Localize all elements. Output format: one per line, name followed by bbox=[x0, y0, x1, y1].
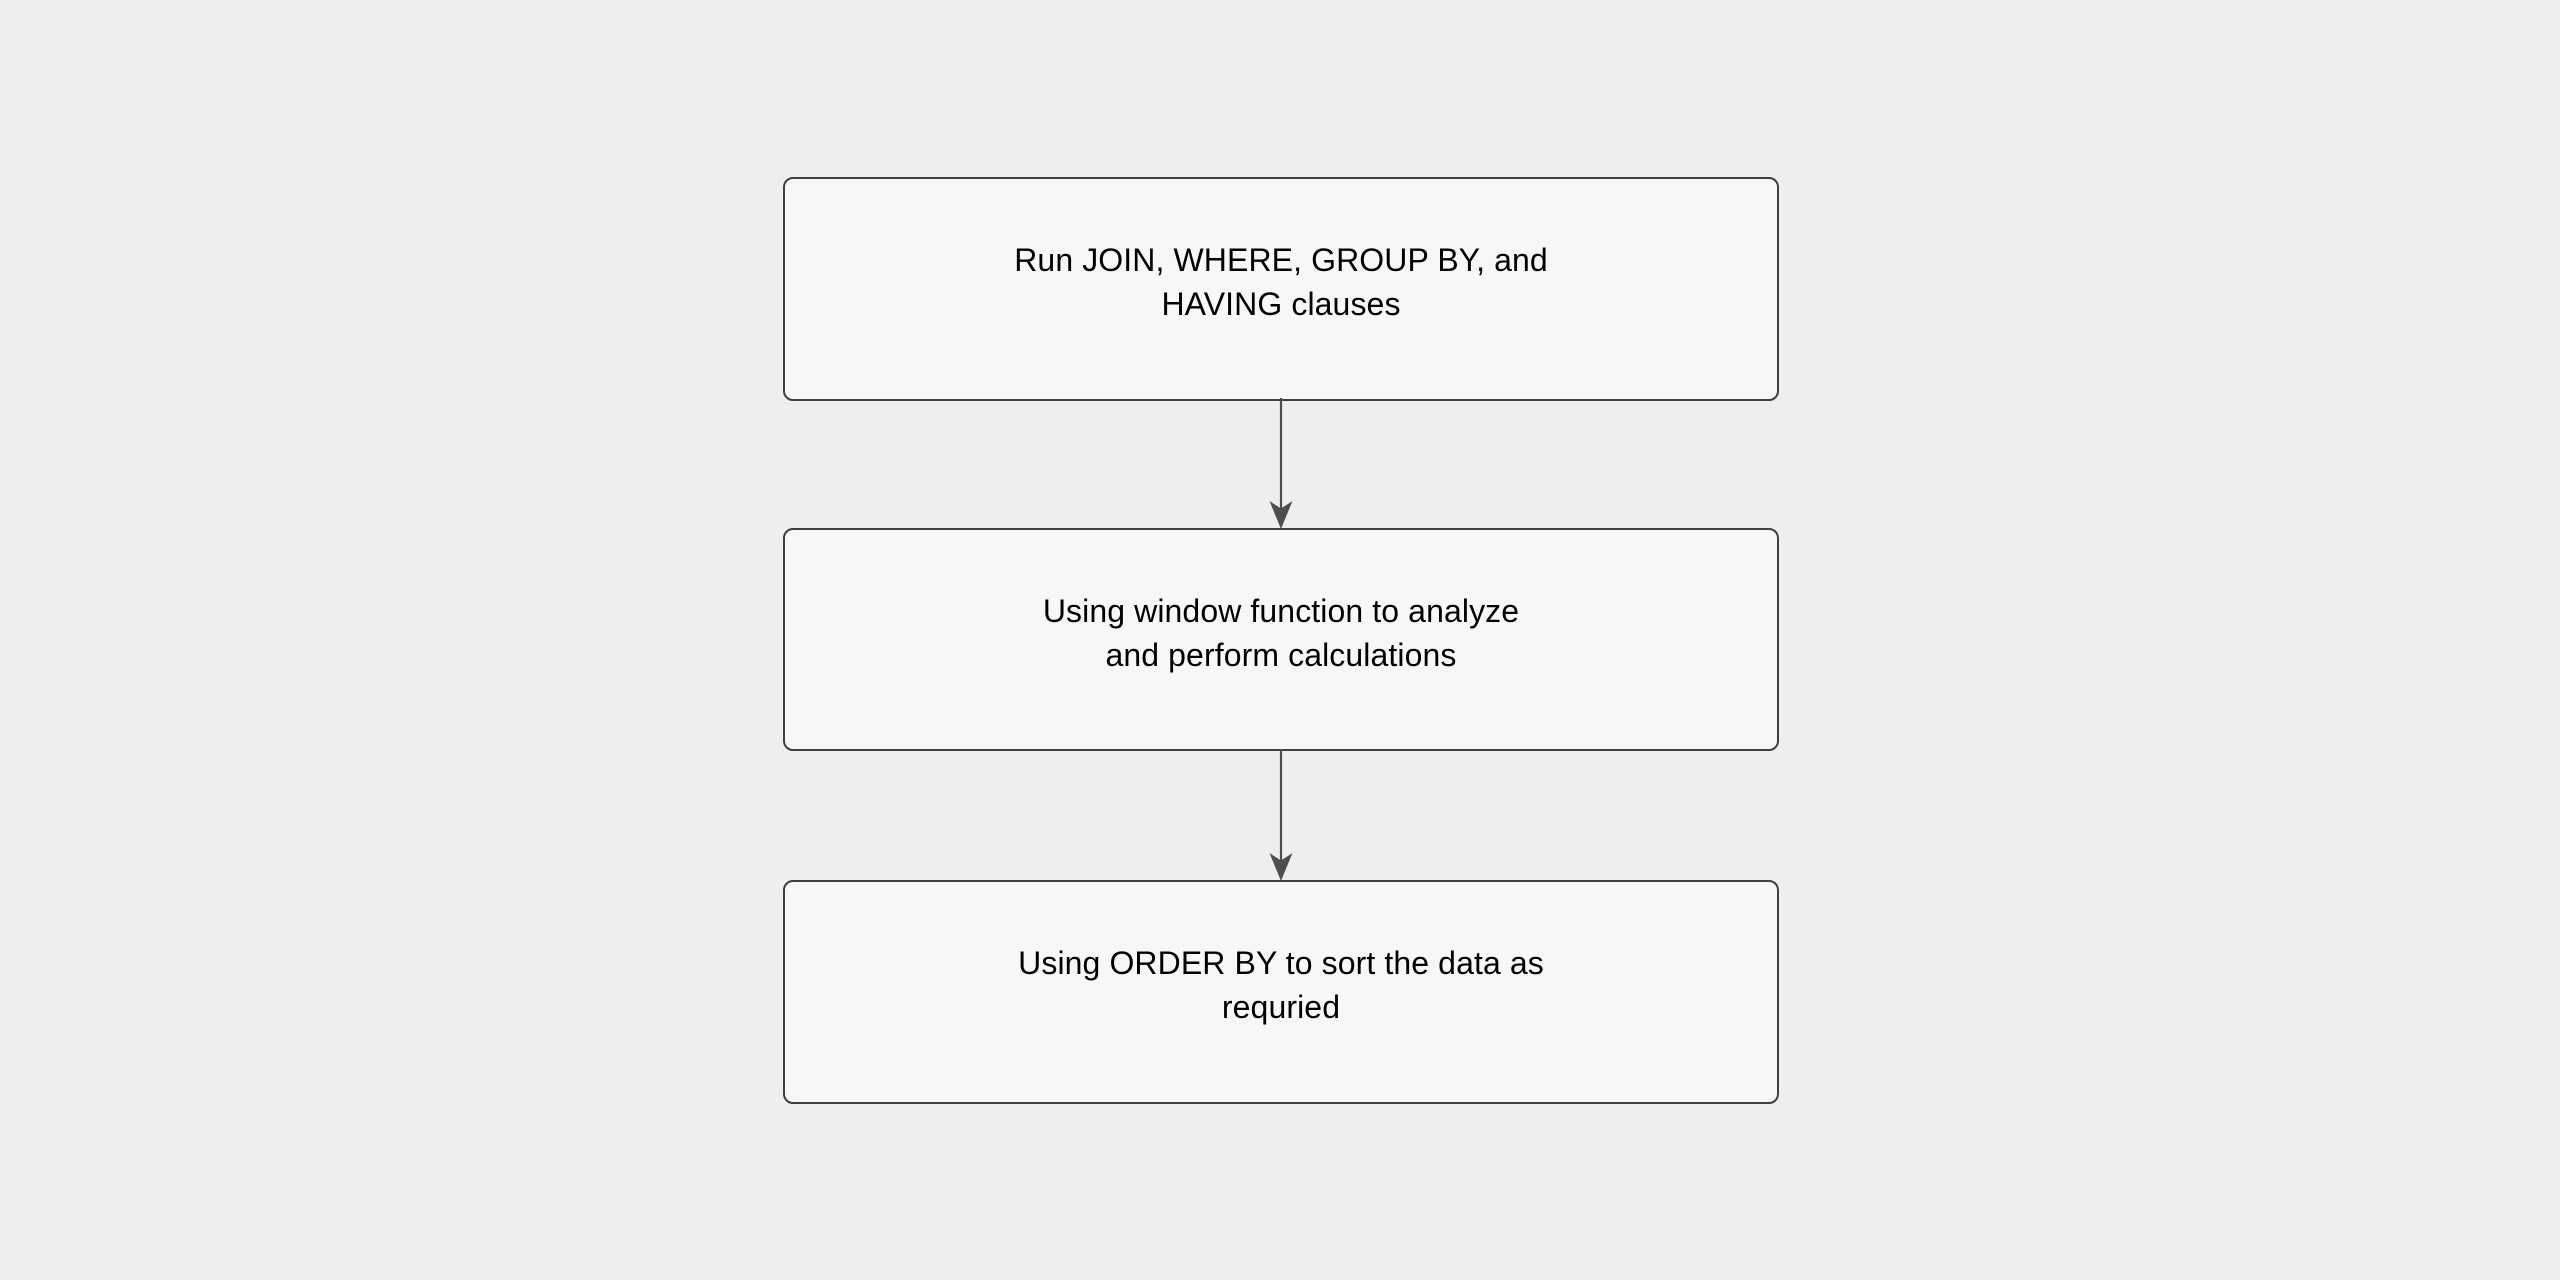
node-label-line-2: HAVING clauses bbox=[1161, 286, 1401, 322]
flowchart-edge-1-to-2 bbox=[1251, 398, 1311, 530]
arrow-down-icon bbox=[1269, 749, 1293, 881]
flowchart-node-order-by[interactable]: Using ORDER BY to sort the data as requr… bbox=[783, 880, 1779, 1104]
flowchart-edge-2-to-3 bbox=[1251, 749, 1311, 882]
node-text-block: Using ORDER BY to sort the data as requr… bbox=[785, 941, 1777, 1029]
flowchart-node-window-function[interactable]: Using window function to analyze and per… bbox=[783, 528, 1779, 751]
node-text-block: Run JOIN, WHERE, GROUP BY, and HAVING cl… bbox=[785, 238, 1777, 326]
node-label-line-1: Using ORDER BY to sort the data as bbox=[1018, 945, 1544, 981]
node-label-line-1: Using window function to analyze bbox=[1042, 592, 1520, 629]
arrow-down-icon bbox=[1269, 398, 1293, 529]
flowchart-node-run-clauses[interactable]: Run JOIN, WHERE, GROUP BY, and HAVING cl… bbox=[783, 177, 1779, 401]
node-label-line-1: Run JOIN, WHERE, GROUP BY, and bbox=[1014, 242, 1548, 278]
node-label-line-2: and perform calculations bbox=[1105, 636, 1457, 673]
node-label-line-2: requried bbox=[1221, 989, 1341, 1025]
node-text-block: Using window function to analyze and per… bbox=[785, 589, 1777, 677]
